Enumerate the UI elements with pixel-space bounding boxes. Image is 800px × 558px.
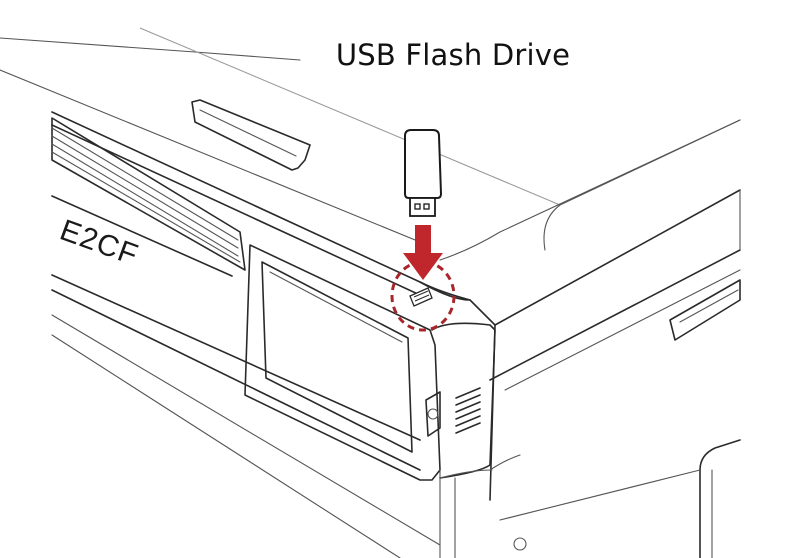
front-top-edge <box>51 111 496 326</box>
panel-controls <box>425 387 481 437</box>
display-screen <box>261 261 413 453</box>
front-door <box>51 274 441 558</box>
control-panel-housing <box>244 244 496 558</box>
usb-flash-drive-icon <box>404 129 443 217</box>
diagram-caption: USB Flash Drive <box>335 38 571 72</box>
rear-cabinet-outline <box>0 27 741 261</box>
insert-arrow-icon <box>403 225 443 280</box>
top-handle <box>191 99 311 171</box>
usb-port-highlight-icon <box>390 260 456 332</box>
model-label: E2CF <box>56 214 143 273</box>
panel-vent <box>455 387 481 434</box>
front-vent-bars <box>51 117 246 277</box>
right-side-panel <box>489 189 741 558</box>
model-label-group: E2CF <box>56 214 143 273</box>
